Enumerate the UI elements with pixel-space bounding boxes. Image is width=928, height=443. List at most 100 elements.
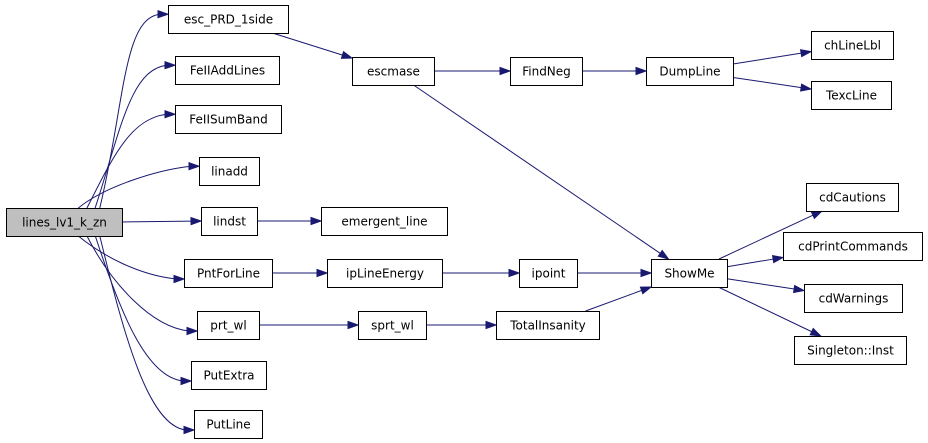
- edge-lines_lv1_k_zn-to-FeIISumBand: [86, 109, 177, 209]
- arrowhead-icon: [190, 216, 203, 226]
- node-emergent-line[interactable]: emergent_line: [321, 207, 448, 236]
- edge-line: [121, 220, 193, 223]
- arrowhead-icon: [810, 210, 824, 220]
- arrowhead-icon: [639, 286, 653, 295]
- node-box: [804, 284, 903, 313]
- node-box: [510, 57, 583, 86]
- node-label: Singleton::Inst: [807, 344, 894, 358]
- nodes-layer: lines_lv1_k_znesc_PRD_1sideFeIIAddLinesF…: [6, 5, 923, 439]
- node-cdwarnings[interactable]: cdWarnings: [804, 284, 903, 313]
- node-putline[interactable]: PutLine: [194, 410, 263, 439]
- node-box: [651, 259, 728, 288]
- node-label: cdWarnings: [819, 292, 889, 306]
- arrowhead-icon: [173, 274, 186, 284]
- node-cdcautions[interactable]: cdCautions: [806, 183, 899, 212]
- arrowhead-icon: [183, 425, 196, 435]
- edge-PntForLine-to-ipLineEnergy: [272, 268, 329, 278]
- edge-lindst-to-emergent_line: [257, 216, 323, 226]
- edge-line: [732, 76, 803, 89]
- edge-sprt_wl-to-TotalInsanity: [426, 320, 498, 330]
- edge-line: [94, 64, 168, 209]
- node-box: [199, 157, 260, 186]
- node-box: [806, 183, 899, 212]
- node-prt-wl[interactable]: prt_wl: [197, 311, 260, 340]
- edge-escmase-to-ShowMe: [413, 84, 670, 260]
- node-label: PntForLine: [197, 267, 260, 281]
- node-box: [194, 410, 263, 439]
- node-lines-lv1-k-zn[interactable]: lines_lv1_k_zn: [6, 208, 123, 237]
- node-box: [519, 259, 578, 288]
- edge-esc_PRD_1side-to-escmase: [272, 32, 354, 59]
- node-feiiaddlines[interactable]: FeIIAddLines: [175, 56, 280, 85]
- edge-line: [86, 235, 190, 332]
- edge-prt_wl-to-sprt_wl: [259, 320, 360, 330]
- node-label: ipoint: [532, 267, 566, 281]
- node-chlinelbl[interactable]: chLineLbl: [811, 31, 894, 60]
- node-findneg[interactable]: FindNeg: [510, 57, 583, 86]
- node-singleton-inst[interactable]: Singleton::Inst: [794, 336, 907, 365]
- node-label: emergent_line: [341, 215, 427, 229]
- node-box: [327, 259, 443, 288]
- node-sprt-wl[interactable]: sprt_wl: [358, 311, 427, 340]
- arrowhead-icon: [157, 9, 170, 19]
- node-box: [175, 56, 280, 85]
- edge-lines_lv1_k_zn-to-esc_PRD_1side: [99, 9, 170, 209]
- node-pntforline[interactable]: PntForLine: [184, 259, 273, 288]
- edge-line: [77, 165, 192, 209]
- node-feiisumband[interactable]: FeIISumBand: [175, 105, 282, 134]
- node-texcline[interactable]: TexcLine: [811, 81, 892, 110]
- node-box: [184, 259, 273, 288]
- node-label: TotalInsanity: [509, 319, 586, 333]
- edge-line: [585, 289, 643, 312]
- node-showme[interactable]: ShowMe: [651, 259, 728, 288]
- node-lindst[interactable]: lindst: [201, 207, 258, 236]
- node-label: FeIIAddLines: [190, 64, 265, 78]
- edge-line: [86, 113, 168, 209]
- node-label: ipLineEnergy: [346, 267, 424, 281]
- node-putextra[interactable]: PutExtra: [191, 361, 267, 390]
- edge-ShowMe-to-cdWarnings: [726, 278, 806, 294]
- node-label: PutExtra: [203, 369, 254, 383]
- arrowhead-icon: [499, 66, 512, 76]
- node-label: FindNeg: [522, 65, 571, 79]
- edge-lines_lv1_k_zn-to-linadd: [77, 161, 201, 209]
- node-box: [175, 105, 282, 134]
- node-dumpline[interactable]: DumpLine: [646, 57, 734, 86]
- node-label: sprt_wl: [371, 319, 414, 333]
- node-cdprintcommands[interactable]: cdPrintCommands: [783, 232, 923, 261]
- edge-line: [726, 278, 796, 290]
- node-totalinsanity[interactable]: TotalInsanity: [496, 311, 600, 340]
- arrowhead-icon: [347, 320, 360, 330]
- node-box: [6, 208, 123, 237]
- node-label: chLineLbl: [824, 39, 881, 53]
- node-box: [783, 232, 923, 261]
- edge-lines_lv1_k_zn-to-FeIIAddLines: [94, 60, 177, 209]
- node-label: FeIISumBand: [189, 113, 267, 127]
- node-box: [352, 57, 435, 86]
- node-label: DumpLine: [659, 65, 720, 79]
- node-ipoint[interactable]: ipoint: [519, 259, 578, 288]
- node-box: [496, 311, 600, 340]
- node-box: [811, 31, 894, 60]
- node-linadd[interactable]: linadd: [199, 157, 260, 186]
- node-box: [794, 336, 907, 365]
- arrowhead-icon: [310, 216, 323, 226]
- edge-DumpLine-to-chLineLbl: [732, 49, 813, 65]
- arrowhead-icon: [340, 50, 354, 59]
- node-label: ShowMe: [664, 267, 714, 281]
- node-label: prt_wl: [210, 319, 246, 333]
- node-escmase[interactable]: escmase: [352, 57, 435, 86]
- edge-line: [732, 52, 803, 65]
- edge-line: [77, 235, 177, 280]
- arrowhead-icon: [164, 60, 177, 70]
- edge-line: [718, 286, 813, 333]
- edge-line: [726, 258, 775, 268]
- node-esc-prd-1side[interactable]: esc_PRD_1side: [168, 5, 289, 34]
- node-box: [201, 207, 258, 236]
- edge-line: [99, 235, 187, 431]
- edge-escmase-to-FindNeg: [434, 66, 512, 76]
- node-iplineenergy[interactable]: ipLineEnergy: [327, 259, 443, 288]
- node-box: [191, 361, 267, 390]
- node-label: cdPrintCommands: [798, 240, 908, 254]
- node-label: escmase: [367, 65, 420, 79]
